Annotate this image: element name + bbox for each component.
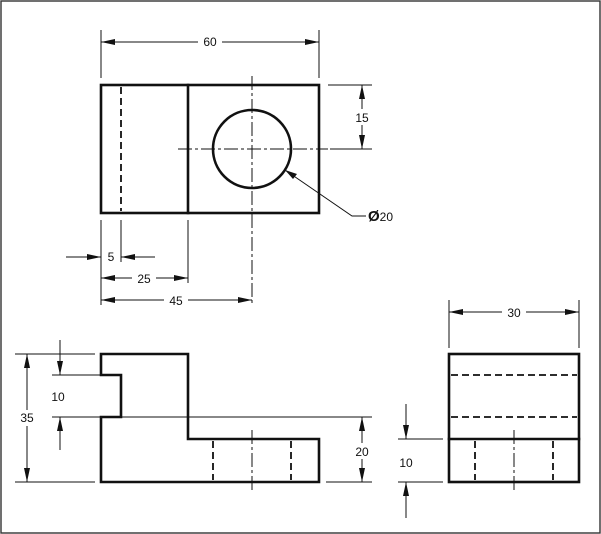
dimension-hole-center: 45: [101, 292, 252, 308]
dimension-step-length: 25: [101, 270, 188, 286]
diameter-symbol: Ø: [368, 208, 380, 225]
dim-label-step-height: 20: [355, 445, 369, 459]
dimension-side-depth: 30: [448, 300, 580, 348]
dim-label-hole-center: 45: [169, 294, 183, 308]
dim-label-top-width: 60: [203, 35, 217, 49]
dim-label-hole-offset: 15: [355, 111, 369, 125]
dimension-step-height: 20: [121, 416, 374, 483]
dimension-hole-diameter: Ø20: [284, 169, 393, 225]
svg-text:Ø20: Ø20: [368, 208, 393, 225]
dim-label-hole-diameter: 20: [380, 210, 394, 224]
front-view-outline: [99, 352, 321, 484]
dimension-slot-offset: 5: [66, 250, 155, 264]
dim-label-side-depth: 30: [507, 306, 521, 320]
dimension-right-base-height: 10: [398, 404, 443, 518]
dimension-notch-height: 10: [51, 340, 101, 450]
dim-label-right-base-height: 10: [399, 456, 413, 470]
dim-label-overall-height: 35: [20, 411, 34, 425]
front-view: 10 35 20: [15, 340, 374, 490]
top-view: 60 15 Ø20 5: [66, 30, 393, 308]
dim-label-slot-offset: 5: [108, 250, 115, 264]
dimension-top-width: 60: [100, 30, 320, 78]
side-view: 30 10: [398, 300, 581, 518]
dim-label-notch-height: 10: [51, 390, 65, 404]
dimension-overall-height: 35: [15, 353, 95, 483]
dimension-hole-offset: 15: [328, 84, 372, 150]
dim-label-step-length: 25: [137, 272, 151, 286]
